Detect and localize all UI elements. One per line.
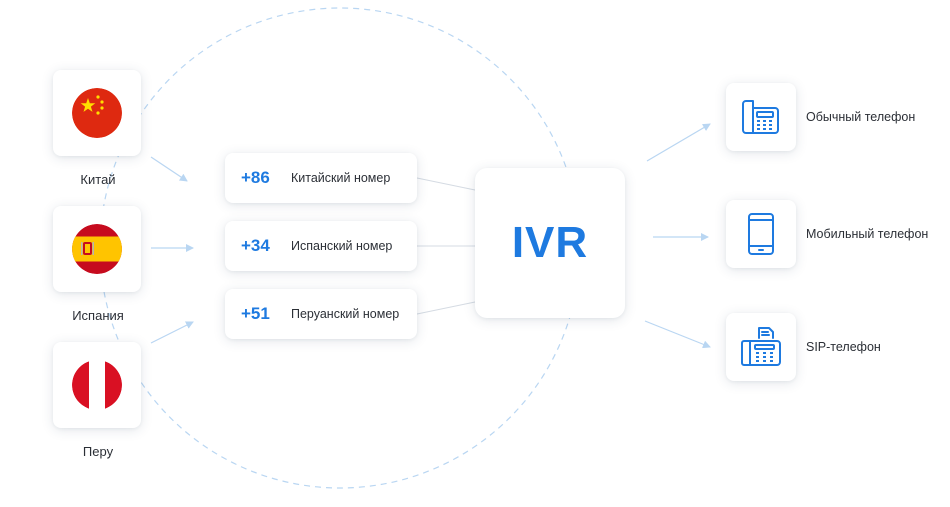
number-label: Китайский номер (291, 171, 391, 185)
mobile-phone-icon (748, 213, 774, 255)
device-card-sip-phone (726, 313, 796, 381)
connector-number-3-to-ivr (416, 301, 476, 315)
device-label-mobile-phone: Мобильный телефон (806, 227, 929, 241)
sip-phone-icon (741, 327, 781, 366)
country-card-peru (53, 342, 141, 428)
number-card-china: +86 Китайский номер (225, 153, 417, 203)
number-label: Испанский номер (291, 239, 393, 253)
desk-phone-icon (742, 100, 779, 134)
device-card-mobile-phone (726, 200, 796, 268)
number-card-spain: +34 Испанский номер (225, 221, 417, 271)
country-label-peru: Перу (82, 444, 114, 459)
arrow-china-to-number (150, 156, 188, 182)
arrow-ivr-to-desk-phone (646, 123, 711, 162)
country-card-china (53, 70, 141, 156)
spain-flag-icon (72, 224, 122, 274)
arrow-ivr-to-sip-phone (644, 320, 711, 349)
ivr-label: IVR (511, 218, 589, 267)
number-code: +34 (241, 236, 270, 255)
number-code: +86 (241, 168, 270, 187)
country-label-spain: Испания (72, 308, 124, 323)
number-card-peru: +51 Перуанский номер (225, 289, 417, 339)
china-flag-icon (72, 88, 122, 138)
number-code: +51 (241, 304, 270, 323)
country-card-spain (53, 206, 141, 292)
arrow-peru-to-number (150, 321, 194, 344)
connector-number-1-to-ivr (416, 177, 476, 191)
country-label-china: Китай (80, 172, 116, 187)
device-label-desk-phone: Обычный телефон (806, 110, 916, 124)
number-label: Перуанский номер (291, 307, 400, 321)
device-card-desk-phone (726, 83, 796, 151)
device-label-sip-phone: SIP-телефон (806, 340, 881, 354)
ivr-hub-card: IVR (475, 168, 625, 318)
peru-flag-icon (72, 360, 122, 410)
